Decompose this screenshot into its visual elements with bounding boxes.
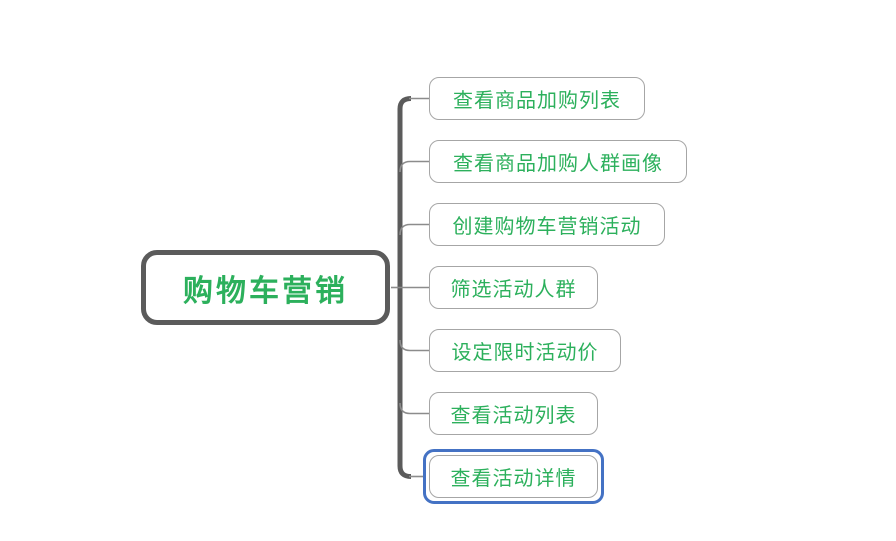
topic-label: 设定限时活动价 <box>451 342 599 364</box>
topic-view-add-to-cart-audience-profile[interactable]: 查看商品加购人群画像 <box>429 140 687 183</box>
root-topic-label: 购物车营销 <box>183 274 348 308</box>
selection-outline <box>423 449 604 504</box>
branch-line-6 <box>399 402 429 415</box>
branch-line-5 <box>399 339 429 352</box>
topic-label: 查看活动列表 <box>450 405 577 427</box>
topic-create-cart-marketing-campaign[interactable]: 创建购物车营销活动 <box>429 203 665 246</box>
topic-filter-campaign-audience[interactable]: 筛选活动人群 <box>429 266 598 309</box>
topic-label: 查看活动详情 <box>450 468 577 490</box>
topic-label: 查看商品加购人群画像 <box>453 153 663 175</box>
branch-line-2 <box>399 160 429 173</box>
topic-set-limited-time-price[interactable]: 设定限时活动价 <box>429 329 621 372</box>
topic-label: 筛选活动人群 <box>450 279 577 301</box>
topic-view-campaign-details[interactable]: 查看活动详情 <box>429 455 598 498</box>
topic-label: 创建购物车营销活动 <box>452 216 642 238</box>
branch-line-3 <box>399 223 429 236</box>
topic-view-campaign-list[interactable]: 查看活动列表 <box>429 392 598 435</box>
root-topic-shopping-cart-marketing[interactable]: 购物车营销 <box>141 250 390 325</box>
topic-view-add-to-cart-list[interactable]: 查看商品加购列表 <box>429 77 645 120</box>
topic-label: 查看商品加购列表 <box>453 90 621 112</box>
